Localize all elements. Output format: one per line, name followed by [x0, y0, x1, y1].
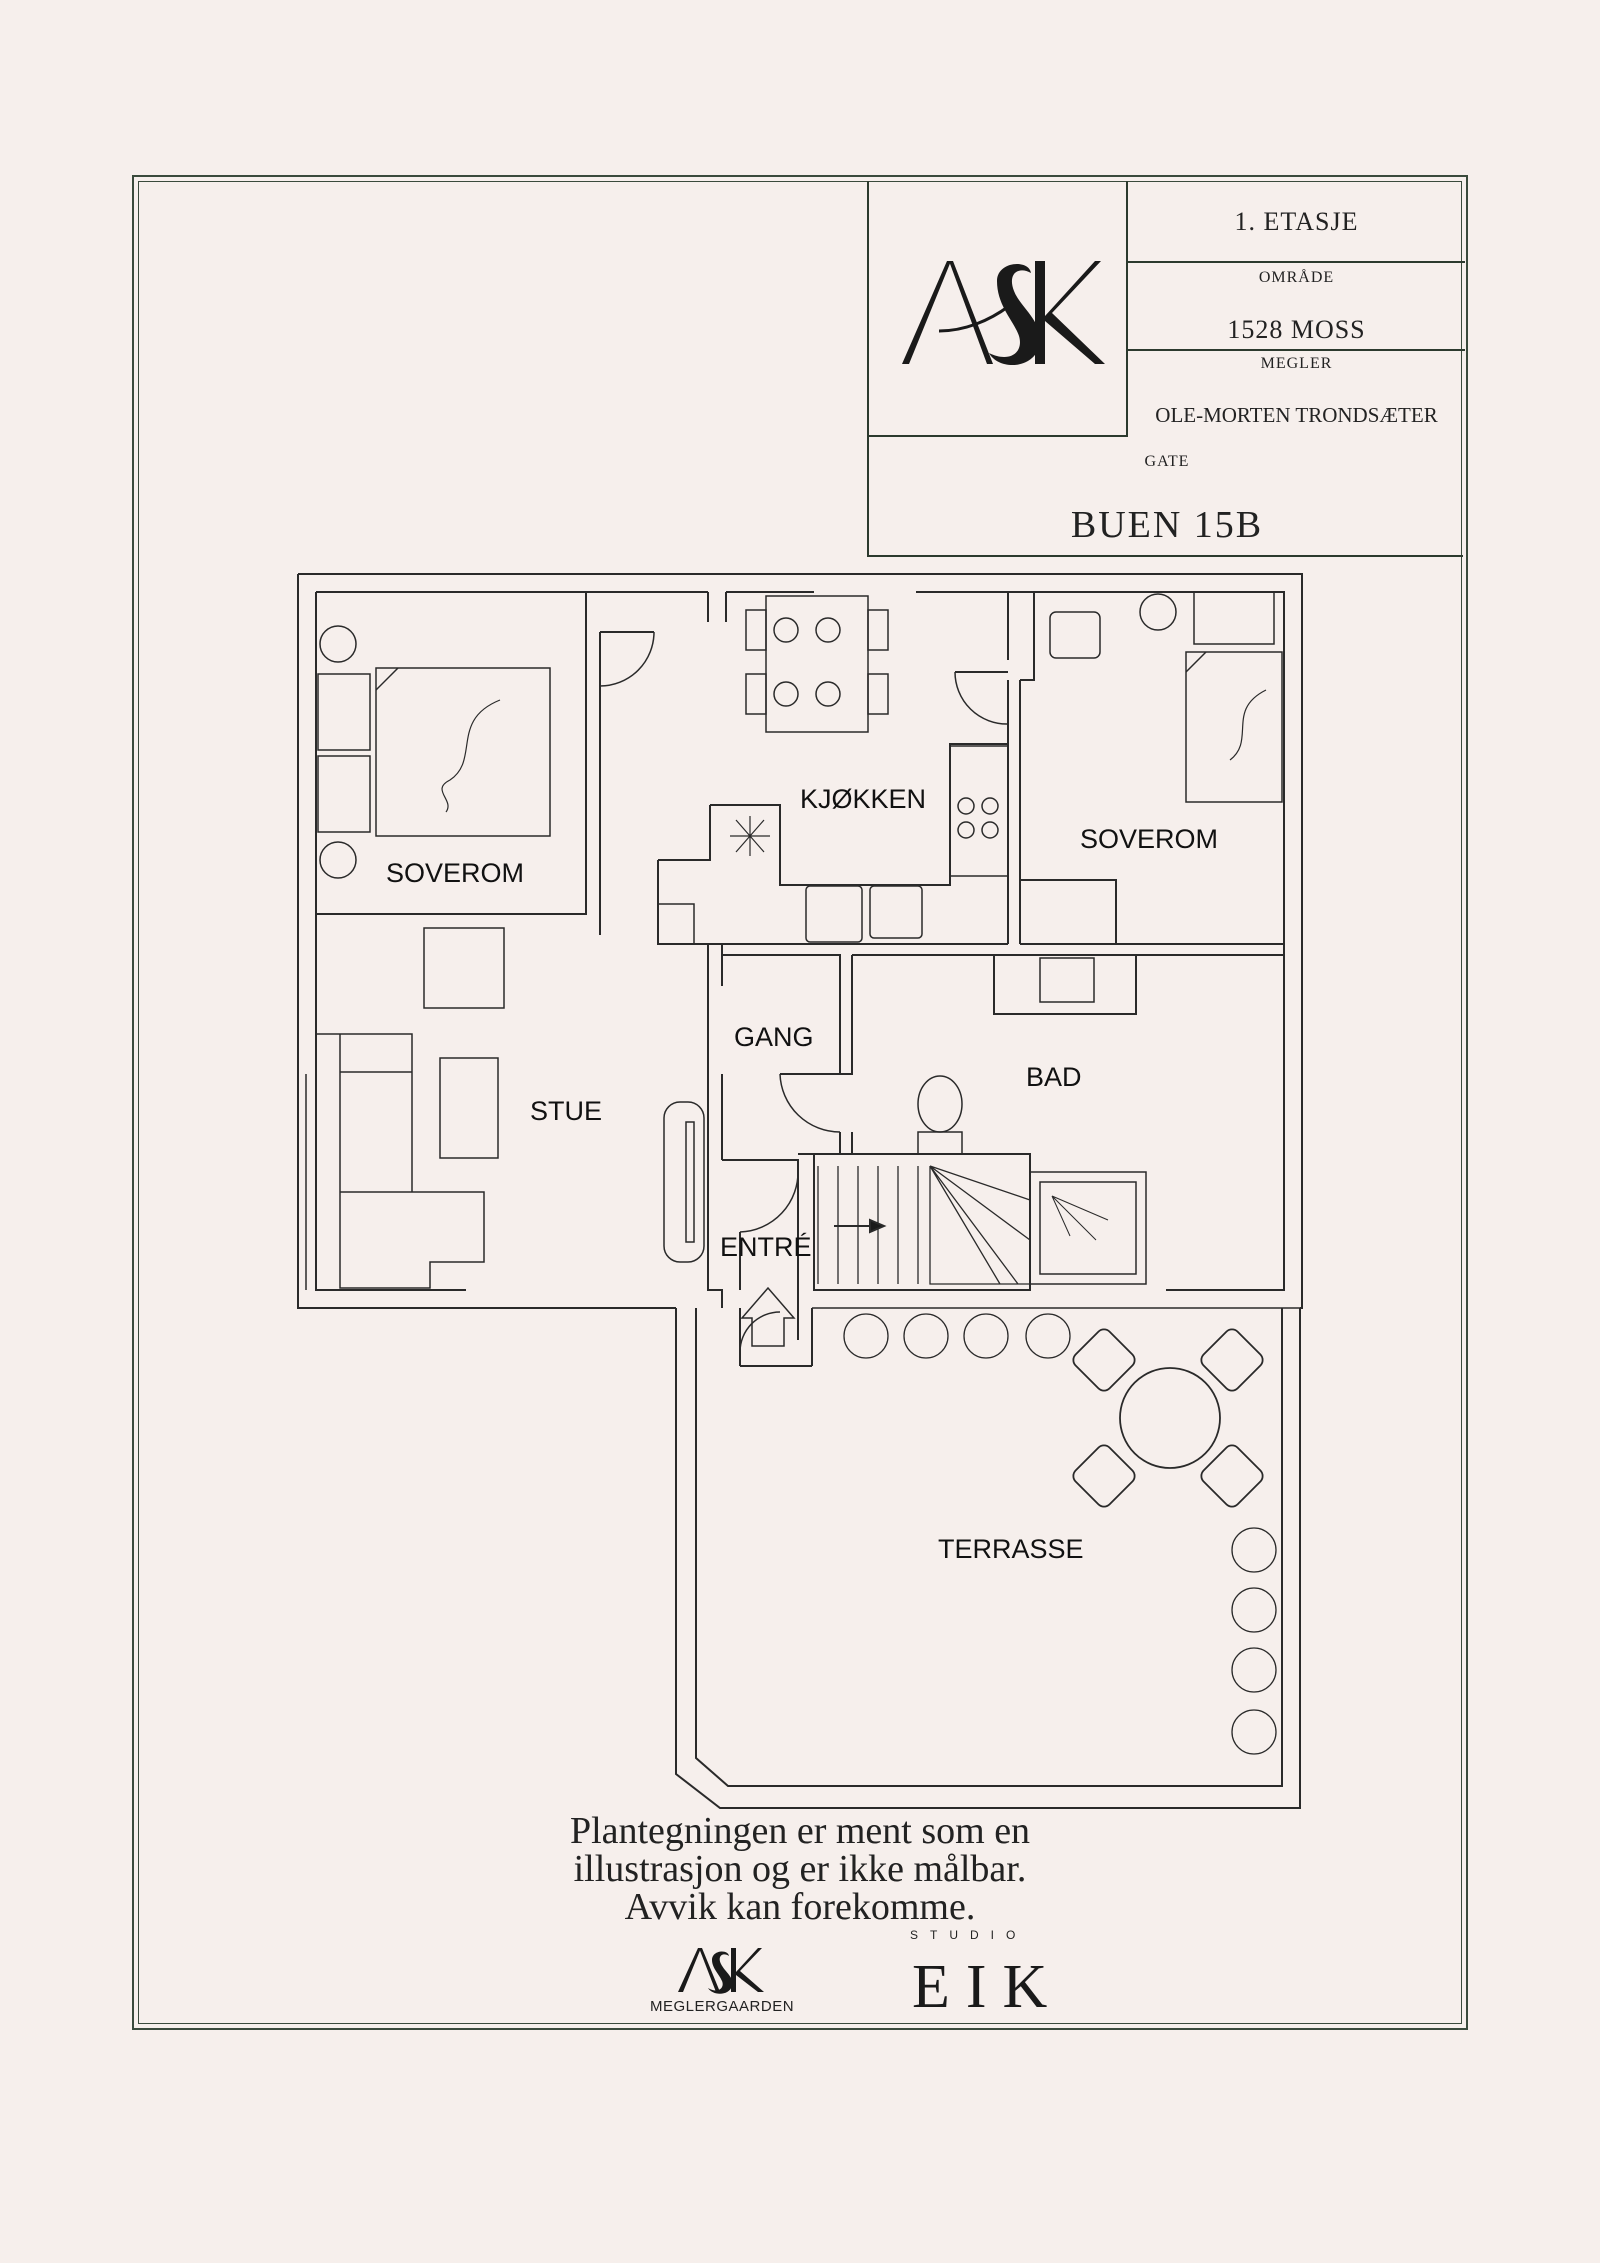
- title-block: 1. ETASJE OMRÅDE 1528 MOSS MEGLER OLE-MO…: [867, 181, 1465, 557]
- bed-right: [1049, 591, 1283, 803]
- entry-arrow: [740, 1286, 796, 1347]
- terrace-outline: [675, 1308, 1301, 1809]
- entry-walls: [722, 1159, 799, 1340]
- living-walls: [707, 986, 723, 1308]
- disclaimer-line-1: Plantegningen er ment som en: [569, 1810, 1031, 1852]
- shower: [1029, 1171, 1147, 1285]
- disclaimer-line-2: illustrasjon og er ikke målbar.: [573, 1848, 1027, 1890]
- disclaimer: Plantegningen er ment som en illustrasjo…: [480, 1812, 1120, 1926]
- room-label-soverom-right: SOVEROM: [1080, 824, 1219, 854]
- footer-eik-text: EIK: [912, 1953, 1064, 2021]
- broker-label: MEGLER: [1260, 355, 1333, 372]
- footer-ask-logo: MEGLERGAARDEN: [650, 1942, 800, 2017]
- building-outline: [297, 573, 1303, 1309]
- room-label-soverom-left: SOVEROM: [386, 858, 525, 888]
- bedroom-right-walls: [1020, 592, 1117, 944]
- stairs: [798, 1153, 1031, 1291]
- kitchen-walls: [707, 592, 727, 622]
- street-label: GATE: [1144, 453, 1190, 470]
- room-label-kjokken: KJØKKEN: [800, 784, 927, 814]
- living-furniture: [297, 927, 705, 1290]
- floor-label: 1. ETASJE: [1234, 207, 1359, 236]
- room-label-gang: GANG: [734, 1022, 814, 1052]
- street-value: BUEN 15B: [1070, 504, 1264, 546]
- bath-fixtures: [917, 957, 1095, 1155]
- footer-studio-text: STUDIO: [910, 1928, 1028, 1942]
- kitchen-appliances: [657, 745, 1009, 945]
- area-value: 1528 MOSS: [1227, 315, 1366, 344]
- room-label-entre: ENTRÉ: [720, 1232, 812, 1262]
- inner-frame: [138, 181, 1462, 2024]
- room-label-terrasse: TERRASSE: [938, 1534, 1084, 1564]
- title-logo-cell: [869, 181, 1128, 437]
- area-label: OMRÅDE: [1258, 269, 1335, 286]
- terrace-table: [1072, 1328, 1264, 1508]
- room-label-stue: STUE: [530, 1096, 603, 1126]
- disclaimer-line-3: Avvik kan forekomme.: [624, 1886, 976, 1928]
- broker-value: OLE-MORTEN TRONDSÆTER: [1155, 403, 1438, 427]
- room-label-bad: BAD: [1026, 1062, 1082, 1092]
- ask-logo: [902, 261, 1105, 366]
- footer-ask-sub: MEGLERGAARDEN: [650, 1998, 795, 2015]
- bath-walls: [722, 954, 1284, 1075]
- outer-frame: [132, 175, 1468, 2030]
- bed-left: [317, 625, 551, 879]
- terrace-plants: [843, 1313, 1277, 1755]
- dining-table: [745, 595, 889, 733]
